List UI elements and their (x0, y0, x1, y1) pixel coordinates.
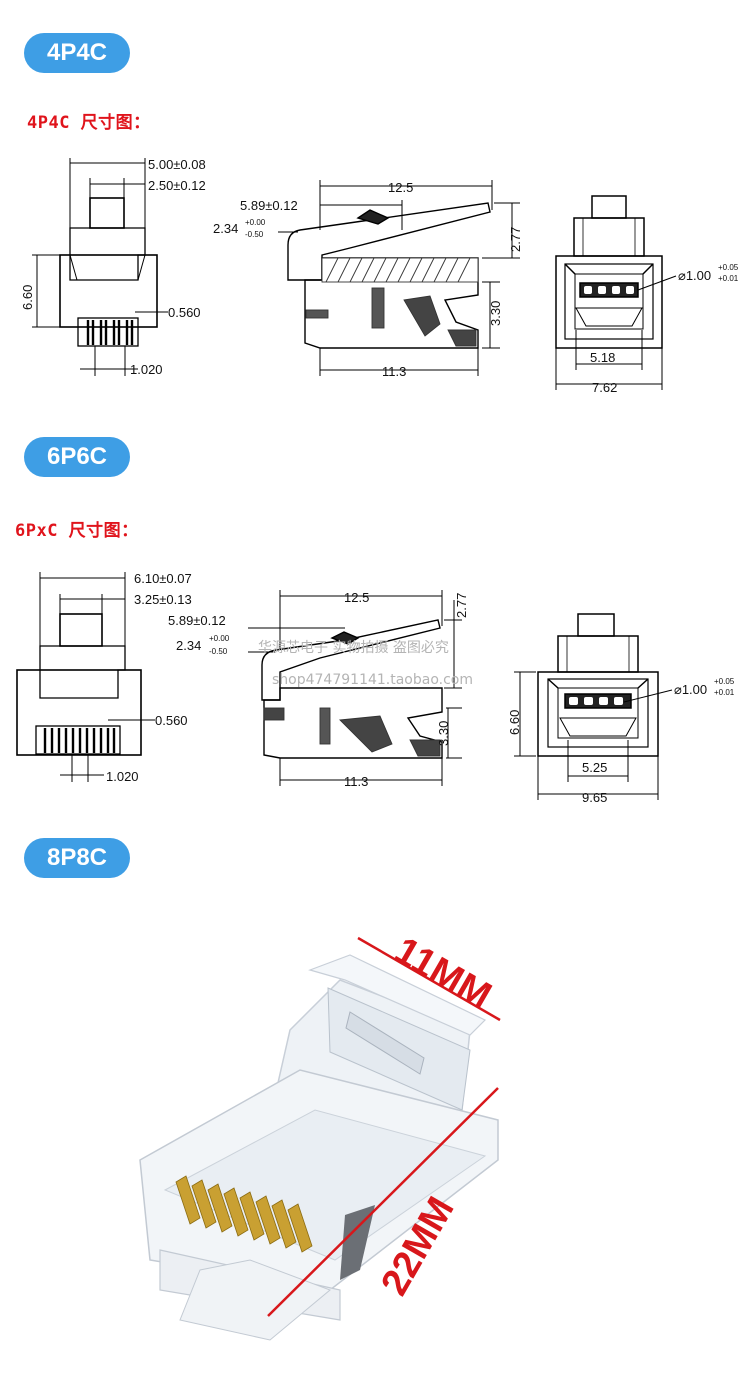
drawing-4p4c: 5.00±0.08 2.50±0.12 6.60 0.560 1.020 (20, 157, 739, 395)
dim-body-height-6p: 3.30 (436, 721, 451, 746)
dim-tab-width: 2.50±0.12 (148, 178, 206, 193)
watermark-line1: 华源芯电子 实物拍摄 盗图必究 (258, 640, 449, 656)
dim-hole-tol-upper-6p: +0.05 (714, 677, 735, 686)
dim-body-length: 11.3 (382, 364, 406, 379)
dim-hole-tol-lower-6p: +0.01 (714, 688, 735, 697)
dim-length-total: 12.5 (388, 180, 413, 195)
watermark: 华源芯电子 实物拍摄 盗图必究 shop474791141.taobao.com (258, 640, 473, 688)
section-6p6c: 6P6C 6PxC 尺寸图： 6.10± (0, 420, 750, 820)
dim-hole-dia: ⌀1.00 (678, 268, 711, 283)
dim-latch-tol: 2.34 (213, 221, 238, 236)
rear-dims-6p6c (514, 671, 673, 800)
dim-outer-width: 7.62 (592, 380, 617, 395)
front-dims-6p6c (39, 572, 155, 782)
dim-pin-pitch: 1.020 (130, 362, 163, 377)
front-view-6p6c (16, 613, 142, 756)
section-label-8p8c: 8P8C (24, 838, 130, 878)
dim-hole-dia-6p: ⌀1.00 (674, 682, 707, 697)
length-dimension (267, 1087, 499, 1317)
section-label-4p4c: 4P4C (24, 33, 130, 73)
dim-height: 6.60 (20, 285, 35, 310)
dim-latch-height-6p: 2.77 (454, 593, 469, 618)
dim-hole-tol-upper: +0.05 (718, 263, 739, 272)
dim-pin-gap: 0.560 (168, 305, 201, 320)
caption-4p4c: 4P4C 尺寸图： (27, 113, 151, 133)
dim-latch-tol-lower: -0.50 (245, 230, 264, 239)
dim-inner-width-6p: 5.25 (582, 760, 607, 775)
rj45-connector-image (139, 954, 499, 1341)
dim-latch-offset: 5.89±0.12 (240, 198, 298, 213)
dim-latch-tol-lower-6p: -0.50 (209, 647, 228, 656)
caption-6p6c: 6PxC 尺寸图： (15, 521, 139, 541)
drawing-6p6c: 6.10±0.07 3.25±0.13 0.560 1.020 (16, 571, 735, 805)
dim-latch-height: 2.77 (508, 227, 523, 252)
dim-pin-pitch-6p: 1.020 (106, 769, 139, 784)
rear-view-4p4c (555, 195, 663, 349)
width-dimension (357, 936, 501, 1022)
dim-body-height: 3.30 (488, 301, 503, 326)
side-dims-4p4c (278, 180, 520, 376)
dim-latch-tol-6p: 2.34 (176, 638, 201, 653)
rear-view-6p6c (537, 613, 659, 757)
front-view-4p4c (59, 197, 158, 347)
front-dims-4p4c (32, 158, 168, 376)
section-label-6p6c: 6P6C (24, 437, 130, 477)
dim-inner-width: 5.18 (590, 350, 615, 365)
dim-height-6p: 6.60 (507, 710, 522, 735)
dim-hole-tol-lower: +0.01 (718, 274, 739, 283)
dim-latch-tol-upper-6p: +0.00 (209, 634, 230, 643)
dim-body-length-6p: 11.3 (344, 774, 368, 789)
dim-latch-tol-upper: +0.00 (245, 218, 266, 227)
dim-tab-width-6p: 3.25±0.13 (134, 592, 192, 607)
section-4p4c: 4P4C 4P4C 尺寸图： (0, 0, 750, 420)
dim-pin-gap-6p: 0.560 (155, 713, 188, 728)
side-dims-6p6c (248, 590, 462, 786)
connector-photo: 11MM 22MM (139, 929, 501, 1341)
dim-outer-width-6p: 9.65 (582, 790, 607, 805)
dim-latch-offset-6p: 5.89±0.12 (168, 613, 226, 628)
rear-dims-4p4c (555, 275, 677, 390)
section-8p8c: 8P8C (0, 820, 750, 1381)
dim-top-width: 5.00±0.08 (148, 157, 206, 172)
watermark-line2: shop474791141.taobao.com (272, 672, 473, 688)
dim-top-width-6p: 6.10±0.07 (134, 571, 192, 586)
side-view-6p6c (261, 619, 443, 759)
dim-length-total-6p: 12.5 (344, 590, 369, 605)
side-hatch-6p6c (263, 707, 441, 757)
side-hatch-4p4c (305, 257, 479, 347)
